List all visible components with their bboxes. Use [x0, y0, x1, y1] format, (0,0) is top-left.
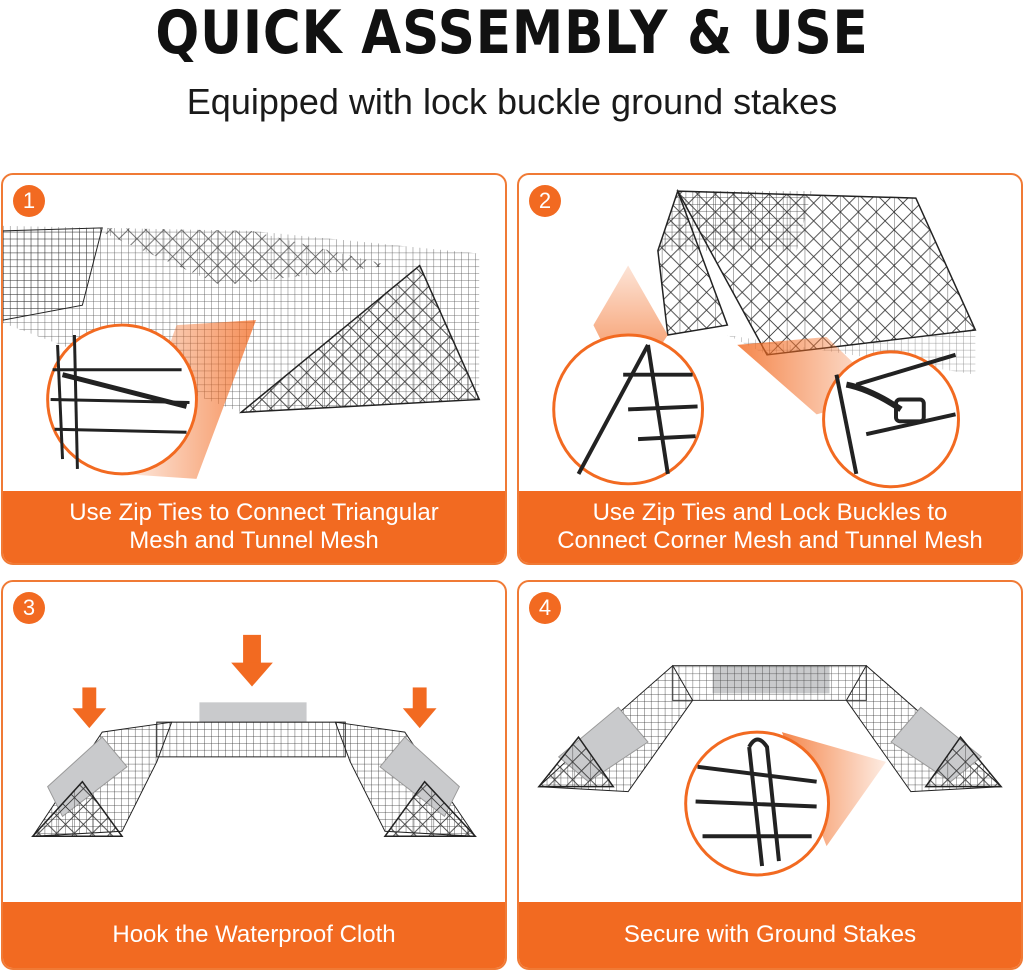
- page-subtitle: Equipped with lock buckle ground stakes: [186, 81, 838, 122]
- corner-zoom-circle-left: [552, 333, 705, 486]
- ground-stakes-illustration: [537, 664, 1003, 877]
- step-panel-1: 1 Use Zip Ties to Connect Triangular Mes…: [1, 173, 507, 565]
- step-number-badge: 3: [13, 592, 45, 624]
- arrow-down-icon: [402, 687, 437, 729]
- corner-mesh-illustration: [552, 188, 977, 489]
- step-caption: Hook the Waterproof Cloth: [3, 902, 505, 968]
- step-caption: Use Zip Ties to Connect Triangular Mesh …: [3, 491, 505, 563]
- step-panel-2: 2 Use Zip Ties and Lock Buckles to Conne…: [517, 173, 1023, 565]
- step-number-badge: 1: [13, 185, 45, 217]
- step-caption: Use Zip Ties and Lock Buckles to Connect…: [519, 491, 1021, 563]
- arrow-down-icon: [231, 634, 273, 687]
- zip-tie-zoom-circle: [46, 323, 198, 476]
- step-number-badge: 2: [529, 185, 561, 217]
- step-panel-3: 3 Hook the Waterproof Cloth: [1, 580, 507, 970]
- page-title: QUICK ASSEMBLY & USE: [155, 0, 869, 68]
- step-panel-4: 4 Secure with Ground Stakes: [517, 580, 1023, 970]
- step-caption: Secure with Ground Stakes: [519, 902, 1021, 968]
- step-number-badge: 4: [529, 592, 561, 624]
- waterproof-cloth-illustration: [31, 634, 477, 838]
- arrow-down-icon: [72, 687, 107, 729]
- tunnel-mesh-illustration: [3, 225, 481, 479]
